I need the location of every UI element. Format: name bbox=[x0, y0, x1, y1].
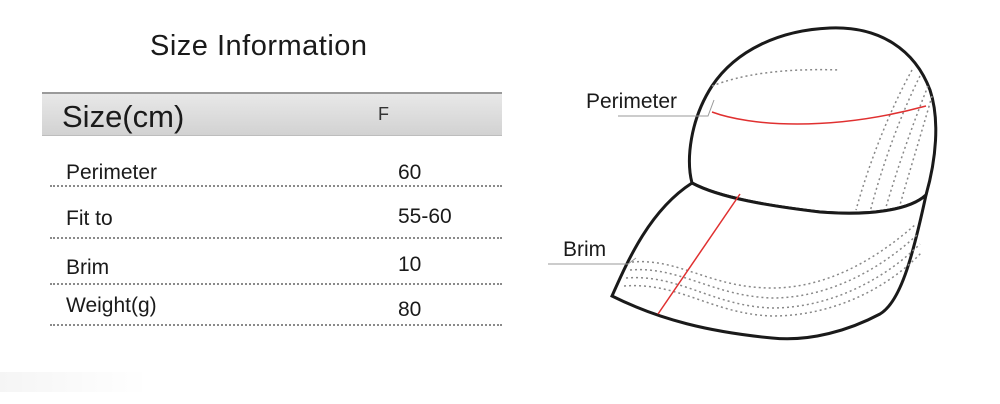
brim-stitch bbox=[625, 243, 921, 309]
page-title: Size Information bbox=[150, 30, 368, 62]
table-header-size: Size(cm) bbox=[62, 99, 185, 134]
row-divider bbox=[50, 324, 502, 326]
row-value-perimeter: 60 bbox=[398, 161, 422, 184]
perimeter-measure-line bbox=[711, 105, 927, 125]
row-value-fit-to: 55-60 bbox=[398, 205, 452, 228]
perimeter-label: Perimeter bbox=[586, 90, 678, 113]
cap-seam bbox=[711, 68, 841, 87]
cap-diagram bbox=[548, 26, 938, 341]
cap-crown-outline bbox=[687, 26, 938, 215]
cap-seam bbox=[883, 85, 929, 215]
bottom-shadow bbox=[0, 372, 150, 392]
brim-stitch bbox=[631, 223, 917, 289]
cap-seam bbox=[855, 69, 913, 211]
brim-leader-line bbox=[548, 257, 637, 265]
row-divider bbox=[50, 283, 502, 285]
row-divider bbox=[50, 237, 502, 239]
table-header-bar bbox=[42, 92, 502, 136]
row-label-fit-to: Fit to bbox=[66, 207, 113, 230]
perimeter-leader-line bbox=[618, 99, 715, 117]
table-header-column: F bbox=[378, 104, 389, 124]
row-label-brim: Brim bbox=[66, 256, 110, 279]
brim-label: Brim bbox=[563, 238, 607, 261]
cap-seam bbox=[869, 75, 921, 213]
row-value-weight: 80 bbox=[398, 298, 422, 321]
row-label-perimeter: Perimeter bbox=[66, 161, 158, 184]
cap-brim-outline bbox=[610, 181, 929, 341]
row-label-weight: Weight(g) bbox=[66, 294, 157, 317]
row-divider bbox=[50, 185, 502, 187]
brim-measure-line bbox=[657, 193, 741, 315]
brim-stitch bbox=[629, 233, 919, 299]
row-value-brim: 10 bbox=[398, 253, 422, 276]
